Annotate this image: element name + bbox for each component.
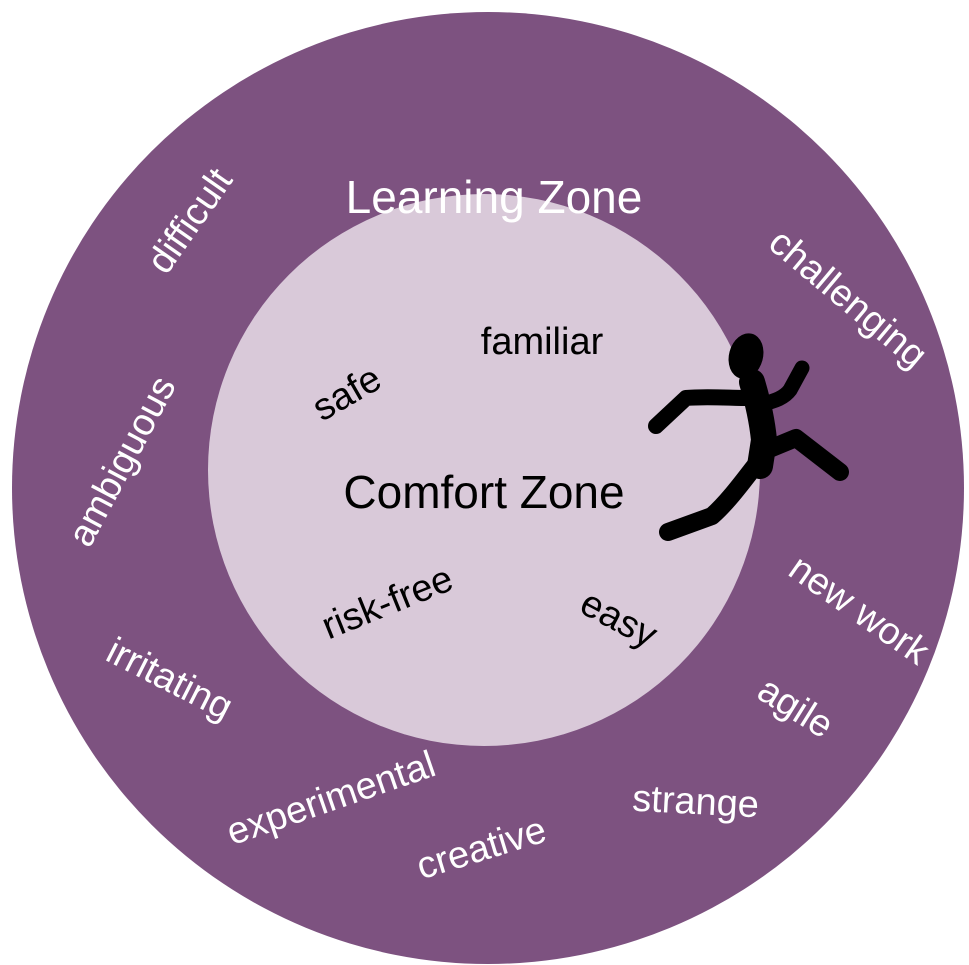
comfort-zone-title: Comfort Zone: [343, 466, 624, 518]
running-person-icon: [648, 333, 849, 541]
learning-zone-title: Learning Zone: [346, 171, 643, 223]
comfort-zone-circle: [208, 194, 760, 746]
word-strange: strange: [631, 778, 760, 827]
word-familiar: familiar: [481, 321, 604, 363]
